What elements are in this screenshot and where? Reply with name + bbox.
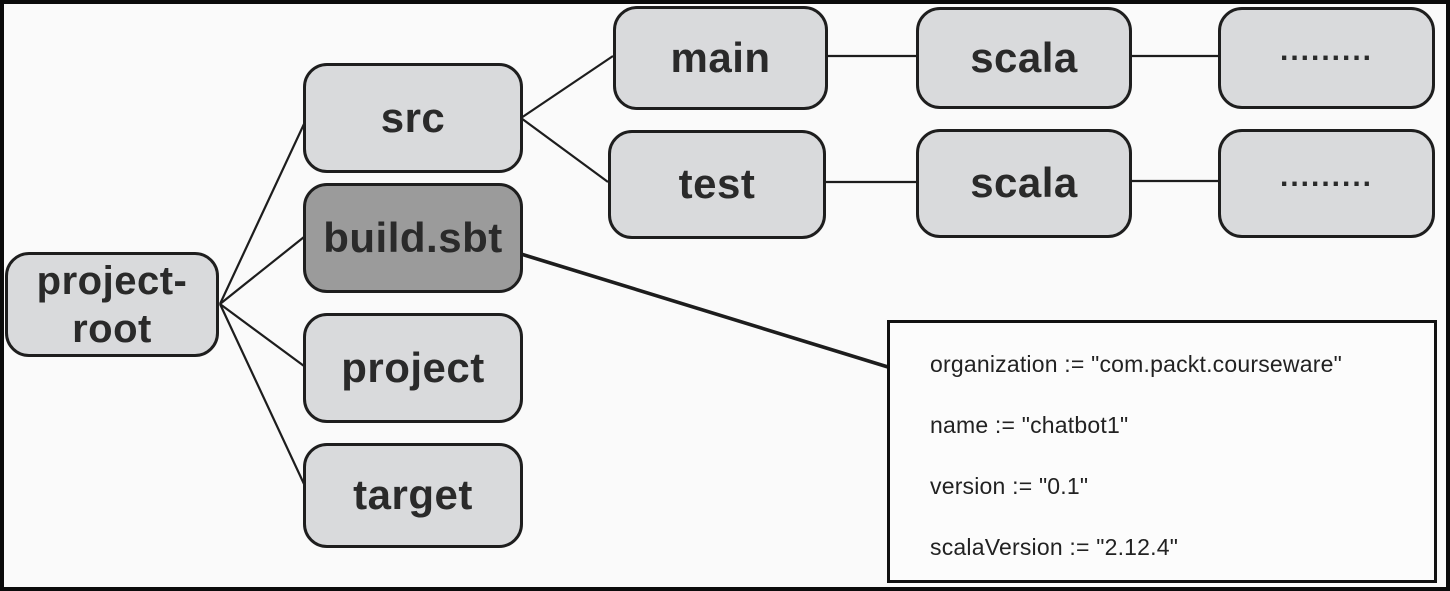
node-label: scala <box>970 159 1078 207</box>
node-ellipsis-main: ......... <box>1218 7 1435 109</box>
code-line-scala-version: scalaVersion := "2.12.4" <box>930 534 1179 560</box>
node-src: src <box>303 63 523 173</box>
node-scala-main: scala <box>916 7 1132 109</box>
node-label: project-root <box>36 258 188 351</box>
node-project-root: project-root <box>5 252 219 357</box>
code-line-organization: organization := "com.packt.courseware" <box>930 351 1342 377</box>
node-target: target <box>303 443 523 548</box>
code-line-name: name := "chatbot1" <box>930 412 1129 438</box>
node-label: project <box>341 343 485 391</box>
node-label: src <box>380 93 446 141</box>
node-build-sbt: build.sbt <box>303 183 523 293</box>
node-test: test <box>608 130 826 239</box>
node-label: main <box>670 33 771 81</box>
node-label: ......... <box>1279 159 1373 193</box>
node-main: main <box>613 6 828 110</box>
node-label: target <box>353 471 473 519</box>
node-label: ......... <box>1279 34 1373 67</box>
node-label: build.sbt <box>323 213 503 261</box>
node-label: scala <box>970 33 1078 81</box>
node-scala-test: scala <box>916 129 1132 238</box>
build-sbt-contents-box: organization := "com.packt.courseware" n… <box>887 320 1437 583</box>
node-label: test <box>678 160 756 208</box>
code-line-version: version := "0.1" <box>930 473 1089 499</box>
node-ellipsis-test: ......... <box>1218 129 1435 238</box>
node-project: project <box>303 313 523 423</box>
